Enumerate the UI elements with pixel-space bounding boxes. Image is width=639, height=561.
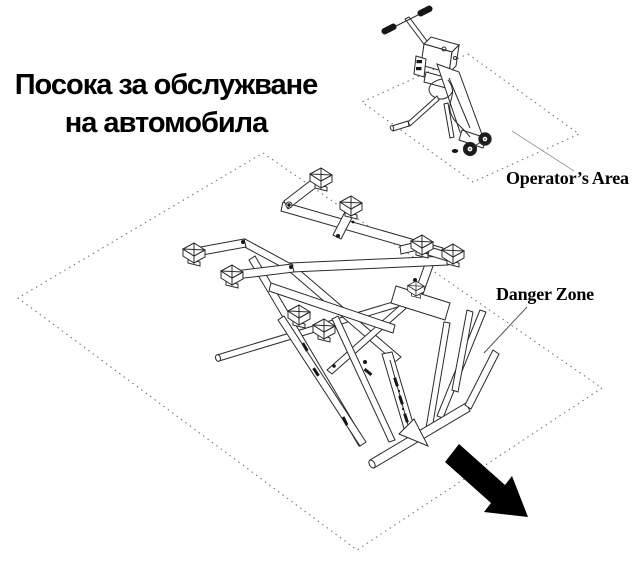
page-title-line2: на автомобила — [64, 107, 269, 139]
page-title: Посока за обслужване на автомобила — [4, 66, 328, 142]
scissor-lift-illustration — [182, 167, 500, 469]
console-wheels — [451, 132, 492, 157]
lift-pads — [182, 167, 465, 343]
lift-base-frame — [368, 309, 500, 469]
operator-area-label: Operator’s Area — [506, 168, 629, 188]
operator-area-leader-line — [511, 130, 575, 172]
danger-zone-leader-line — [483, 306, 528, 354]
danger-zone-label: Danger Zone — [496, 284, 594, 304]
lift-detail-ticks — [301, 342, 373, 426]
operator-console-illustration — [381, 5, 492, 157]
console-control-box — [413, 36, 460, 89]
page-title-line1: Посока за обслужване — [14, 69, 319, 101]
console-cable — [447, 79, 471, 138]
service-direction-arrow — [445, 444, 528, 517]
console-stand — [389, 63, 487, 149]
lift-scissor-legs — [248, 255, 487, 447]
operator-area-boundary — [360, 53, 581, 183]
